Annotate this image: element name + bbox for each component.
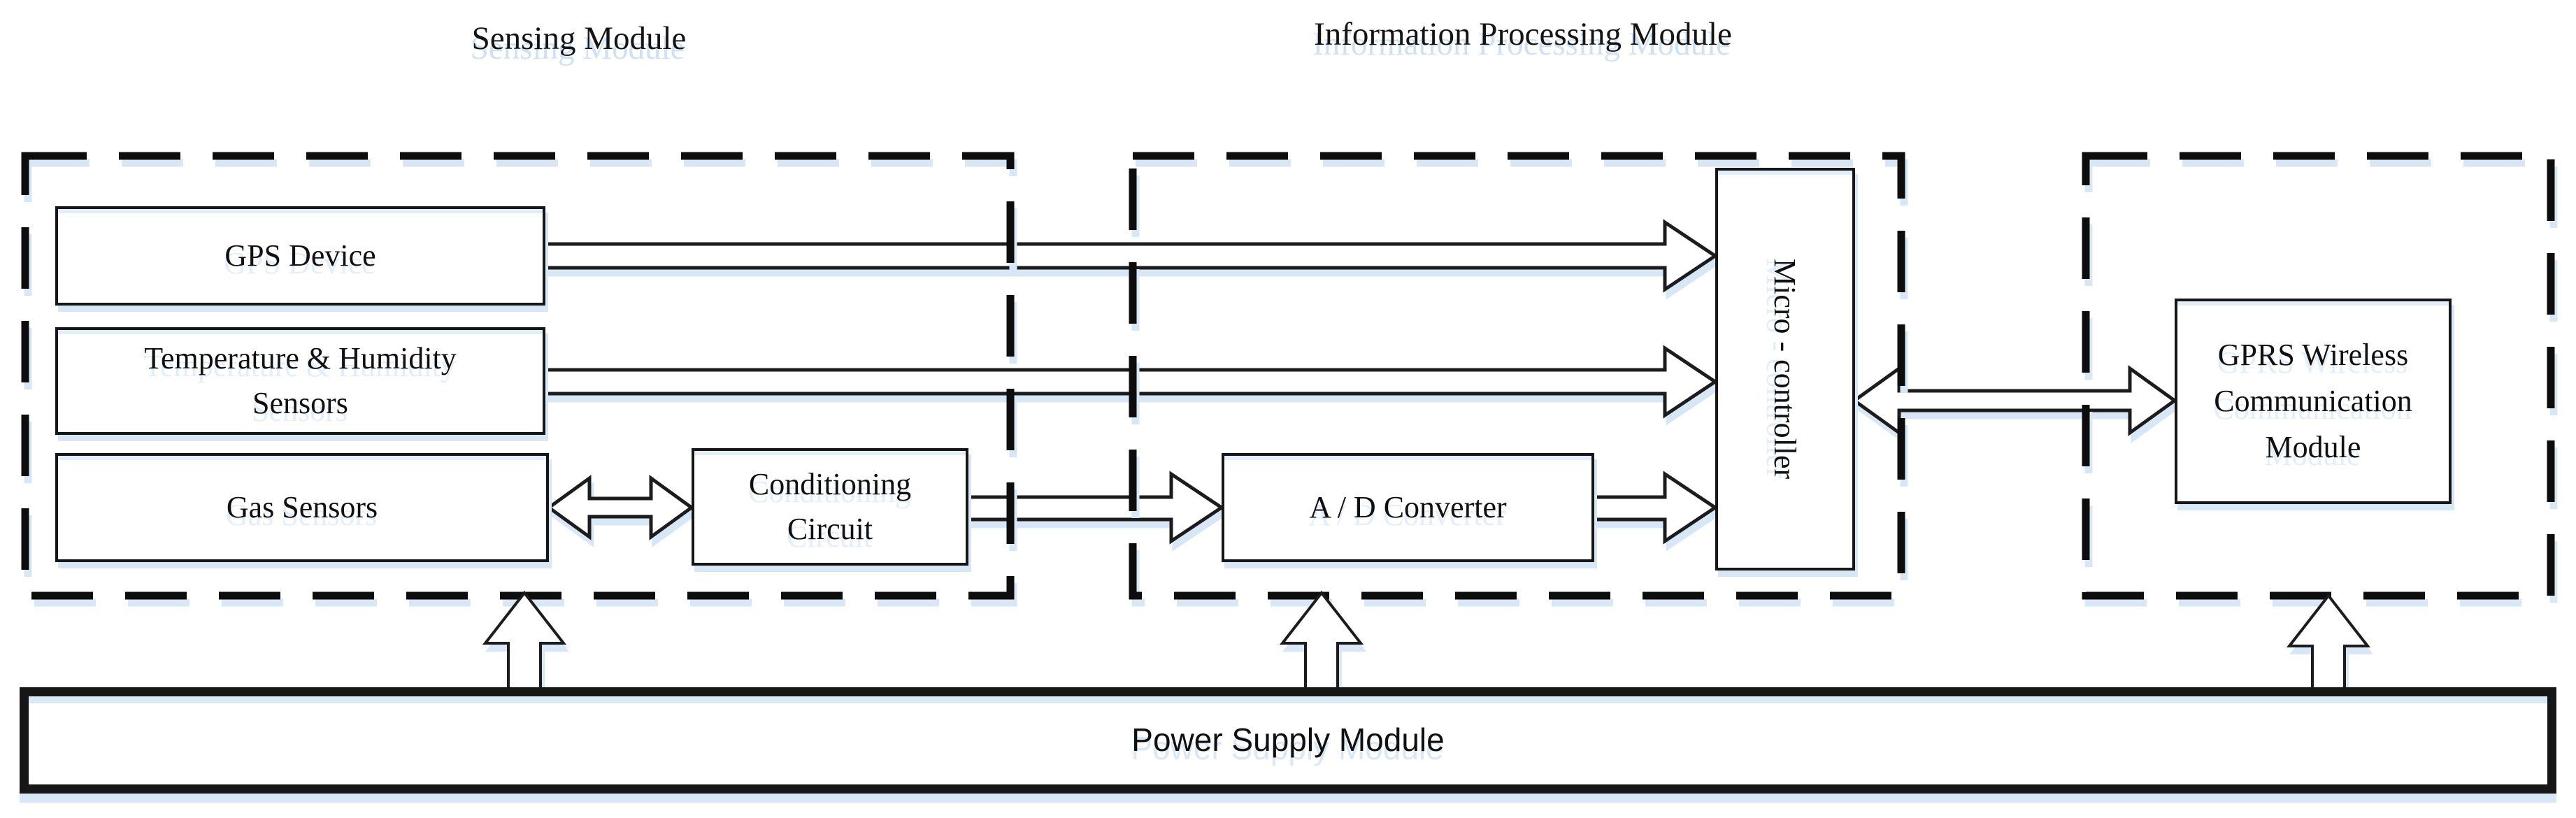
arrow-power-to-sensing xyxy=(482,590,567,692)
conditioning-circuit-label: Conditioning Circuit xyxy=(749,462,911,552)
power-supply-module-box: Power Supply Module xyxy=(20,687,2556,794)
sensing-module-dashed-border xyxy=(21,152,1015,600)
sensing-module-title: Sensing Module xyxy=(471,20,687,57)
gprs-wireless-communication-module-box: GPRS Wireless Communication Module xyxy=(2175,299,2452,504)
arrow-power-to-gprs xyxy=(2286,593,2371,692)
conditioning-circuit-box: Conditioning Circuit xyxy=(692,448,968,566)
microcontroller-label: Micro - controller xyxy=(1768,259,1803,480)
gprs-module-dashed-border xyxy=(2082,152,2555,600)
gas-sensors-box: Gas Sensors xyxy=(55,453,549,562)
gps-device-label: GPS Device xyxy=(224,238,376,273)
ad-converter-label: A / D Converter xyxy=(1309,490,1507,525)
gas-sensors-label: Gas Sensors xyxy=(226,490,378,525)
arrow-power-to-processing xyxy=(1279,590,1364,692)
gprs-line3: Module xyxy=(2265,430,2361,464)
arrow-gas-conditioning-bidirectional xyxy=(545,475,695,540)
ad-converter-box: A / D Converter xyxy=(1222,453,1594,562)
temperature-humidity-line1: Temperature & Humidity xyxy=(144,341,457,376)
arrow-adc-to-microcontroller xyxy=(1592,471,1719,545)
conditioning-line1: Conditioning xyxy=(748,467,912,502)
temperature-humidity-line2: Sensors xyxy=(252,386,348,420)
arrow-gps-to-microcontroller xyxy=(543,219,1719,293)
gprs-line1: GPRS Wireless xyxy=(2217,338,2409,372)
processing-module-dashed-border xyxy=(1129,152,1905,600)
power-supply-module-label: Power Supply Module xyxy=(1131,722,1445,759)
microcontroller-box: Micro - controller xyxy=(1715,168,1855,571)
gps-device-box: GPS Device xyxy=(55,206,545,306)
gprs-line2: Communication xyxy=(2214,384,2412,418)
arrow-conditioning-to-adc xyxy=(966,471,1225,545)
temperature-humidity-sensors-box: Temperature & Humidity Sensors xyxy=(55,327,545,435)
gprs-module-label: GPRS Wireless Communication Module xyxy=(2214,332,2412,471)
conditioning-line2: Circuit xyxy=(787,512,873,546)
temperature-humidity-sensors-label: Temperature & Humidity Sensors xyxy=(144,336,457,426)
information-processing-module-title: Information Processing Module xyxy=(1314,16,1732,52)
